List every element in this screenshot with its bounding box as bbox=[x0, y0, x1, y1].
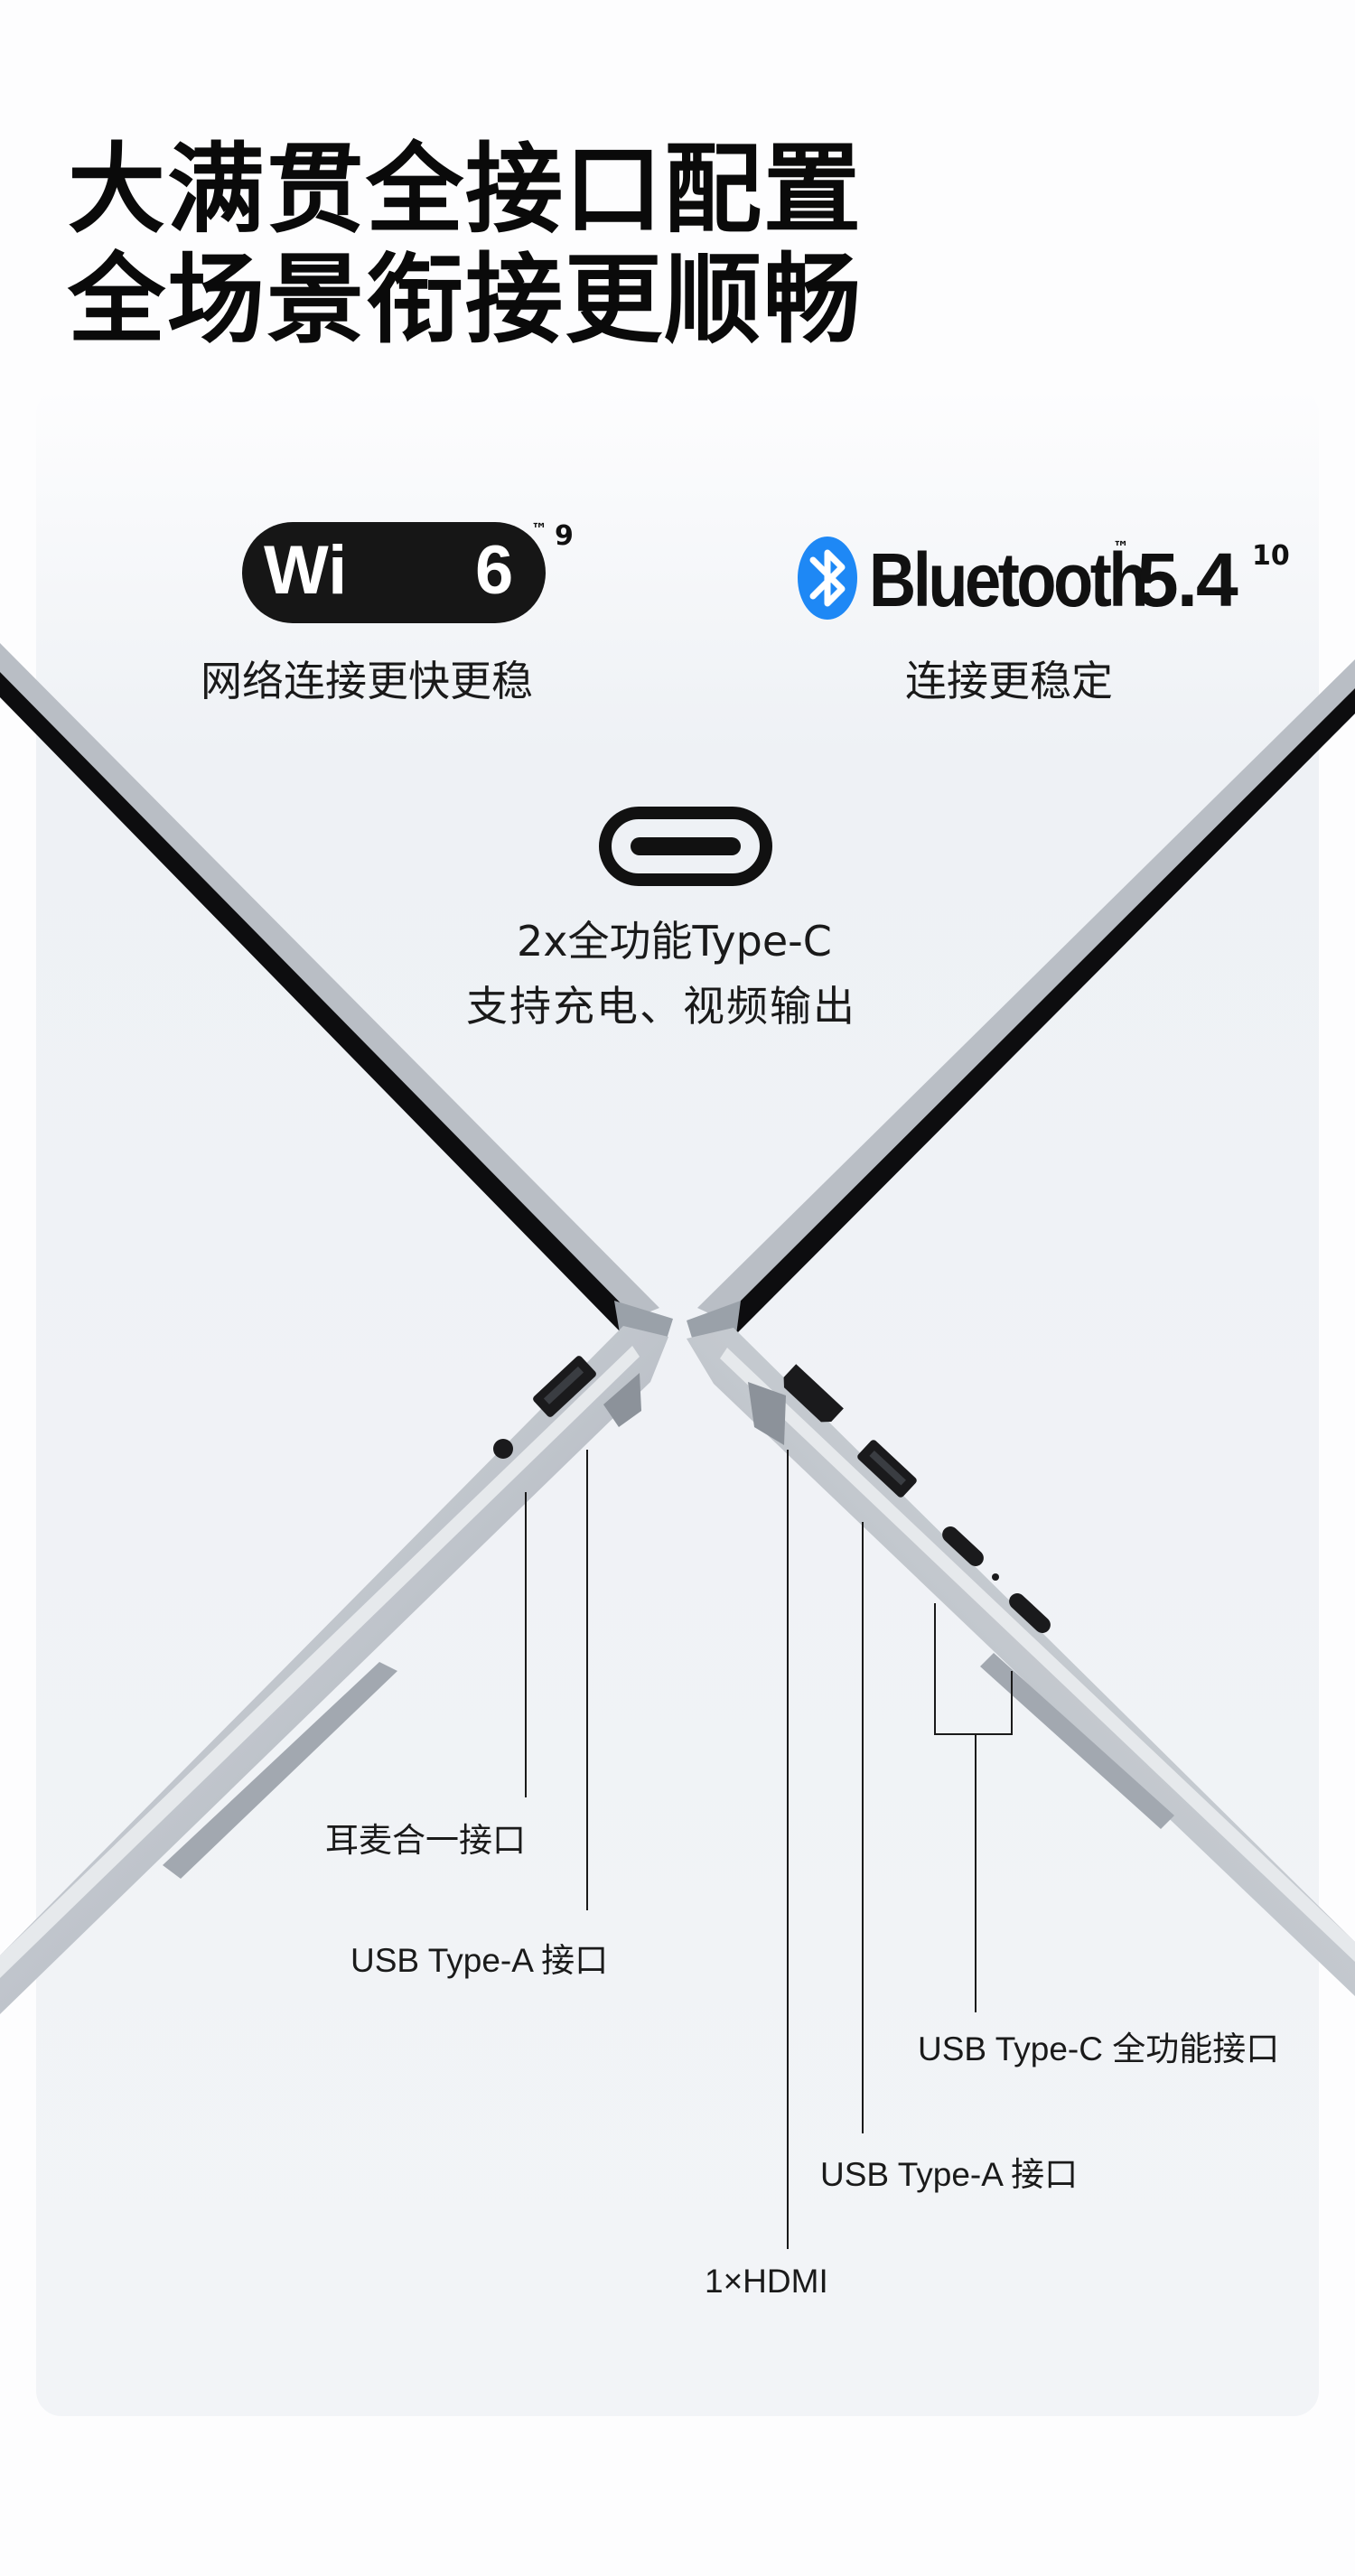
label-left-usb-a: USB Type-A 接口 bbox=[350, 1942, 609, 1979]
left-foot bbox=[603, 1373, 641, 1427]
bluetooth-version: 5.4 bbox=[1136, 537, 1238, 622]
label-usb-c: USB Type-C 全功能接口 bbox=[918, 2030, 1280, 2067]
left-audio-jack bbox=[493, 1439, 513, 1459]
right-indicator-dot bbox=[992, 1573, 999, 1581]
wifi-trademark: ™ bbox=[531, 520, 547, 539]
label-hdmi: 1×HDMI bbox=[705, 2263, 828, 2300]
leader-usb-c-bracket bbox=[934, 1603, 1013, 1735]
right-vent bbox=[980, 1653, 1174, 1829]
wifi-logo-6: 6 bbox=[475, 532, 514, 609]
headline-line-1: 大满贯全接口配置 bbox=[68, 134, 864, 247]
wifi6-logo bbox=[242, 522, 546, 623]
right-screen-edge bbox=[719, 688, 1355, 1337]
left-base bbox=[0, 1326, 668, 2014]
bluetooth-trademark: ™ bbox=[1113, 538, 1129, 557]
leader-lines bbox=[525, 1450, 1013, 2249]
label-right-usb-a: USB Type-A 接口 bbox=[820, 2156, 1079, 2193]
right-foot bbox=[748, 1382, 786, 1445]
left-screen-edge bbox=[0, 672, 638, 1335]
bluetooth-icon bbox=[798, 537, 857, 620]
left-laptop bbox=[0, 643, 673, 2014]
right-usb-c-port-1 bbox=[942, 1526, 984, 1566]
left-usb-a-port bbox=[533, 1356, 596, 1417]
right-usb-c-port-2 bbox=[1009, 1593, 1051, 1633]
usb-c-port-icon bbox=[599, 807, 772, 886]
wifi-logo-wi: Wi bbox=[264, 532, 348, 609]
wifi-caption: 网络连接更快更稳 bbox=[201, 657, 533, 705]
usb-c-port-icon-tongue bbox=[631, 837, 741, 855]
headline-line-2: 全场景衔接更顺畅 bbox=[68, 244, 864, 357]
typec-line-1: 2x全功能Type-C bbox=[517, 917, 832, 966]
right-base bbox=[687, 1328, 1355, 1996]
right-hdmi-port bbox=[783, 1364, 844, 1423]
bluetooth-footnote: 10 bbox=[1252, 540, 1290, 572]
bluetooth-caption: 连接更稳定 bbox=[905, 657, 1113, 705]
left-vent bbox=[163, 1662, 397, 1879]
bluetooth-wordmark: Bluetooth bbox=[869, 537, 1149, 622]
label-audio-jack: 耳麦合一接口 bbox=[325, 1822, 526, 1859]
right-base-highlight bbox=[720, 1348, 1355, 1962]
right-usb-a-port bbox=[857, 1440, 917, 1498]
headline: 大满贯全接口配置 全场景衔接更顺畅 bbox=[68, 135, 863, 356]
wifi-footnote: 9 bbox=[555, 520, 574, 552]
typec-line-2: 支持充电、视频输出 bbox=[466, 982, 856, 1031]
right-laptop bbox=[687, 659, 1355, 1996]
right-lid-back bbox=[697, 659, 1355, 1321]
wifi-logo-fi: Fi bbox=[368, 532, 429, 609]
left-lid-back bbox=[0, 643, 659, 1319]
content-panel bbox=[36, 388, 1319, 2416]
left-base-highlight bbox=[0, 1346, 640, 1978]
